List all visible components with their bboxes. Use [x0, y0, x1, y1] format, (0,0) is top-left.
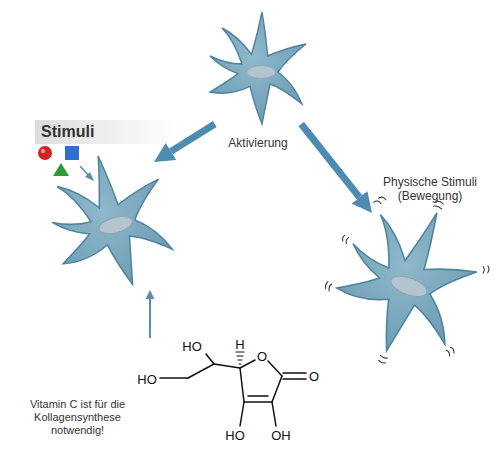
bond [240, 368, 244, 402]
red-circle [38, 146, 52, 160]
bond [240, 402, 244, 426]
stimuli-heading: Stimuli [35, 120, 185, 144]
green-triangle [53, 163, 69, 176]
pointer-head [85, 172, 94, 181]
cell-nucleus [388, 272, 429, 301]
highlight [41, 149, 45, 153]
cell-body [39, 142, 184, 300]
arrow-connector [149, 299, 151, 338]
double-bond [248, 395, 268, 397]
bond [188, 364, 214, 378]
bond [240, 360, 255, 368]
stimulus-label: Physische Stimuli (Bewegung) [370, 175, 490, 203]
double-bond [283, 373, 306, 379]
vitamin-c-structure [160, 352, 306, 426]
bond [268, 361, 282, 376]
cell-nucleus [97, 213, 134, 237]
cell-nucleus [247, 66, 276, 79]
bond [272, 376, 282, 402]
atom-label: HO [225, 429, 245, 442]
fibroblast-cell [39, 142, 184, 300]
atom-label: O [309, 370, 319, 383]
state-label: Aktivierung [180, 136, 336, 150]
stimuli-symbols [38, 146, 94, 181]
atom-label: OH [271, 429, 291, 442]
motion-marks [307, 175, 500, 387]
fibroblast-cell [210, 12, 306, 124]
cell-body [322, 189, 491, 370]
bond [214, 364, 240, 368]
fibroblast-cell: Stimuli [52, 162, 172, 290]
moving-fibroblast-cell: Physische Stimuli (Bewegung) [337, 213, 477, 351]
blue-square [65, 146, 79, 160]
bond [272, 402, 276, 426]
fibroblast-cell: Aktivierung [210, 12, 306, 124]
atom-label: HO [182, 340, 202, 353]
vitamin-c-molecule: Vitamin C ist für die Kollagensynthese n… [115, 338, 305, 443]
cell-body [210, 12, 306, 124]
hashed-bond [236, 352, 244, 364]
bond [206, 354, 214, 364]
atom-label: O [257, 350, 267, 363]
fibroblast-cell [307, 175, 500, 387]
bond [160, 377, 188, 379]
atom-label: HO [137, 373, 157, 386]
note-text: Vitamin C ist für die Kollagensynthese n… [15, 398, 140, 437]
atom-label: H [235, 338, 244, 351]
arrow-connector [301, 124, 359, 197]
bond [244, 401, 272, 403]
